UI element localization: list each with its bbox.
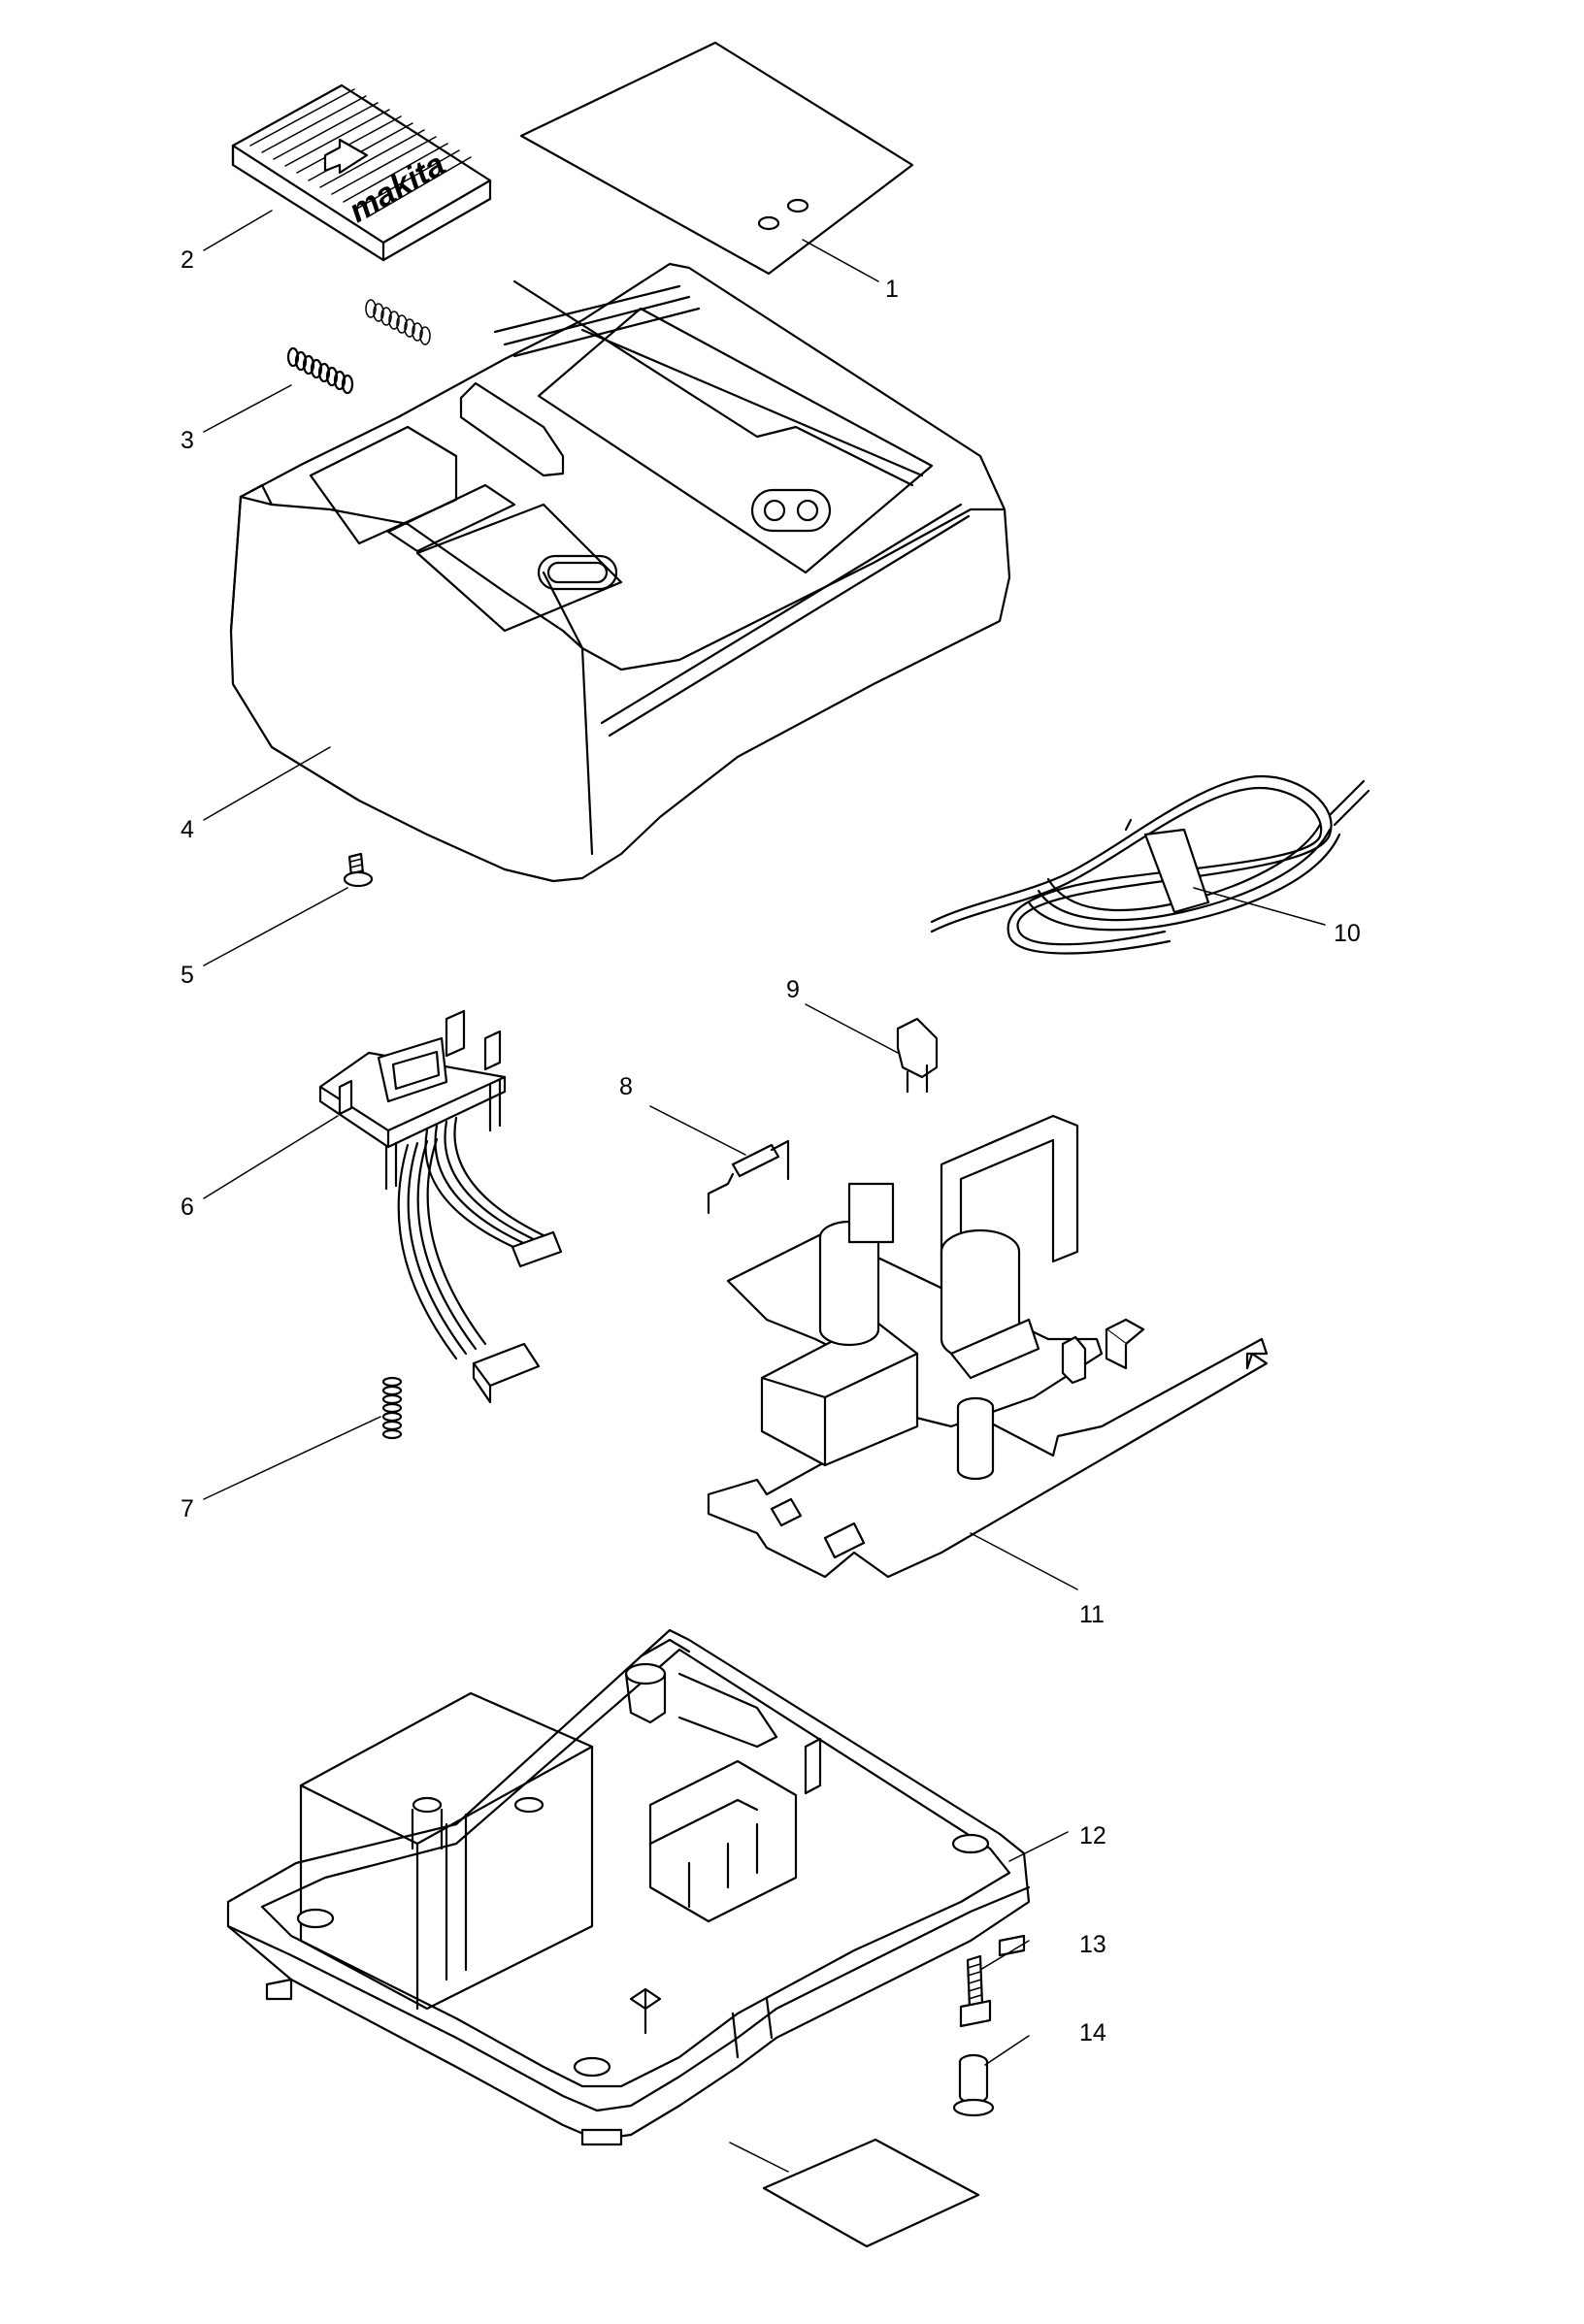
part-number-7: 7 [181,1495,194,1522]
part-11-circuit-board [707,1114,1269,1579]
part-8-fuse [707,1139,790,1215]
part-number-3: 3 [181,427,194,454]
part-5-screw [343,852,374,888]
arrow-icon [323,138,369,175]
part-2-slide-cover: makita [231,83,492,262]
part-number-11: 11 [1079,1601,1105,1628]
part-6-terminal-with-harness [318,1009,563,1404]
part-number-13: 13 [1079,1931,1106,1958]
part-10-power-cord [930,774,1370,955]
part-4-upper-housing [229,262,1011,883]
spring-light [365,299,431,345]
leader-lines [203,210,1326,2066]
part-number-14: 14 [1079,2019,1106,2046]
part-number-2: 2 [181,246,194,274]
part-9-component [896,1017,939,1094]
part-numbers: 1 2 3 4 5 6 7 8 9 10 11 12 13 14 [181,246,1361,2046]
part-3-spring [286,299,431,395]
part-number-10: 10 [1334,920,1361,947]
part-number-4: 4 [181,816,194,843]
spring-dark [286,346,354,395]
part-number-1: 1 [885,276,899,303]
part-number-9: 9 [786,976,800,1003]
part-13-screw [959,1954,992,2028]
part-number-8: 8 [619,1073,633,1100]
part-1-label-plate [519,41,914,276]
part-number-12: 12 [1079,1822,1106,1849]
part-12-lower-housing [226,1628,1031,2146]
cord-tie [1143,828,1210,914]
part-number-6: 6 [181,1194,194,1221]
part-7-spring [381,1376,403,1440]
base-label-plate [729,2138,980,2248]
part-14-rubber-foot [952,2053,995,2117]
part-number-5: 5 [181,962,194,989]
